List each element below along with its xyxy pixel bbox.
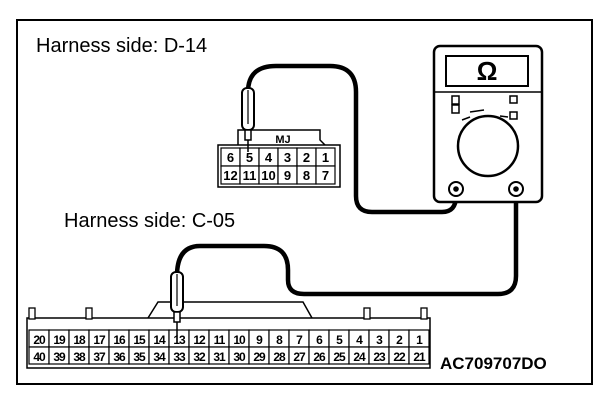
pin-number: 31 [213, 350, 226, 364]
pin-number: 9 [256, 333, 263, 347]
pin-number: 10 [261, 168, 275, 183]
pin-number: 5 [336, 333, 343, 347]
pin-number: 7 [322, 168, 329, 183]
connector-d14-mj-label: MJ [275, 134, 290, 146]
pin-number: 3 [376, 333, 383, 347]
pin-number: 18 [73, 333, 86, 347]
probe-lead-d14 [245, 63, 459, 215]
pin-number: 27 [293, 350, 306, 364]
connector-c05-lock-tab [147, 301, 313, 319]
ohmmeter-display [445, 55, 529, 87]
ohmmeter: Ω [432, 44, 544, 204]
pin-number: 25 [333, 350, 346, 364]
pin-number: 11 [214, 333, 226, 347]
figure-reference-code: AC709707DO [440, 354, 547, 373]
pin-number: 1 [322, 150, 329, 165]
pin-number: 32 [193, 350, 206, 364]
pin-number: 23 [373, 350, 386, 364]
pin-number: 40 [33, 350, 46, 364]
pin-number: 2 [303, 150, 310, 165]
connector-c05-posts [28, 307, 428, 320]
connector-c05: MJ 2019181716151413121110987654321403938… [26, 301, 431, 369]
range-marker-right-2 [509, 111, 518, 120]
figure-frame [16, 19, 593, 385]
pin-number: 39 [53, 350, 66, 364]
range-marker-right-1 [509, 95, 518, 104]
pin-number: 24 [353, 350, 366, 364]
pin-number: 28 [273, 350, 286, 364]
pin-number: 37 [93, 350, 106, 364]
range-marker-left-1 [451, 95, 460, 105]
pin-number: 4 [356, 333, 363, 347]
pin-number: 12 [223, 168, 237, 183]
pin-number: 6 [316, 333, 323, 347]
pin-number: 8 [276, 333, 283, 347]
range-selector-dial [456, 114, 520, 178]
harness-side-d14-label: Harness side: D-14 [36, 35, 207, 57]
probe-c05 [170, 271, 184, 336]
pin-number: 3 [284, 150, 291, 165]
pin-number: 16 [113, 333, 126, 347]
ohm-jack [508, 181, 524, 197]
pin-number: 1 [416, 333, 423, 347]
connector-d14-lock-tab [237, 129, 326, 146]
pin-number: 9 [284, 168, 291, 183]
pin-number: 6 [227, 150, 234, 165]
pin-number: 35 [133, 350, 146, 364]
pin-number: 8 [303, 168, 310, 183]
range-marker-left-2 [451, 104, 460, 114]
pin-number: 21 [413, 350, 426, 364]
pin-number: 38 [73, 350, 86, 364]
pin-number: 10 [233, 333, 246, 347]
pin-number: 12 [193, 333, 206, 347]
pin-number: 2 [396, 333, 403, 347]
range-marks [461, 109, 509, 121]
pin-number: 17 [93, 333, 106, 347]
pin-number: 15 [133, 333, 146, 347]
pin-cell [315, 165, 336, 185]
com-jack [448, 181, 464, 197]
pin-number: 22 [393, 350, 406, 364]
pin-number: 30 [233, 350, 246, 364]
pin-number: 19 [53, 333, 66, 347]
probe-d14 [241, 87, 255, 152]
pin-number: 20 [33, 333, 46, 347]
pin-number: 7 [296, 333, 303, 347]
pin-number: 33 [173, 350, 186, 364]
pin-number: 26 [313, 350, 326, 364]
pin-number: 11 [243, 168, 257, 183]
pin-number: 34 [153, 350, 166, 364]
pin-cell [408, 346, 430, 365]
probe-lead-c05 [174, 192, 519, 297]
pin-number: 5 [246, 150, 253, 165]
pin-number: 14 [153, 333, 166, 347]
pin-number: 4 [265, 150, 273, 165]
ohm-symbol: Ω [477, 56, 498, 86]
pin-number: 13 [173, 333, 186, 347]
pin-number: 29 [253, 350, 266, 364]
harness-side-c05-label: Harness side: C-05 [64, 210, 235, 232]
pin-number: 36 [113, 350, 126, 364]
